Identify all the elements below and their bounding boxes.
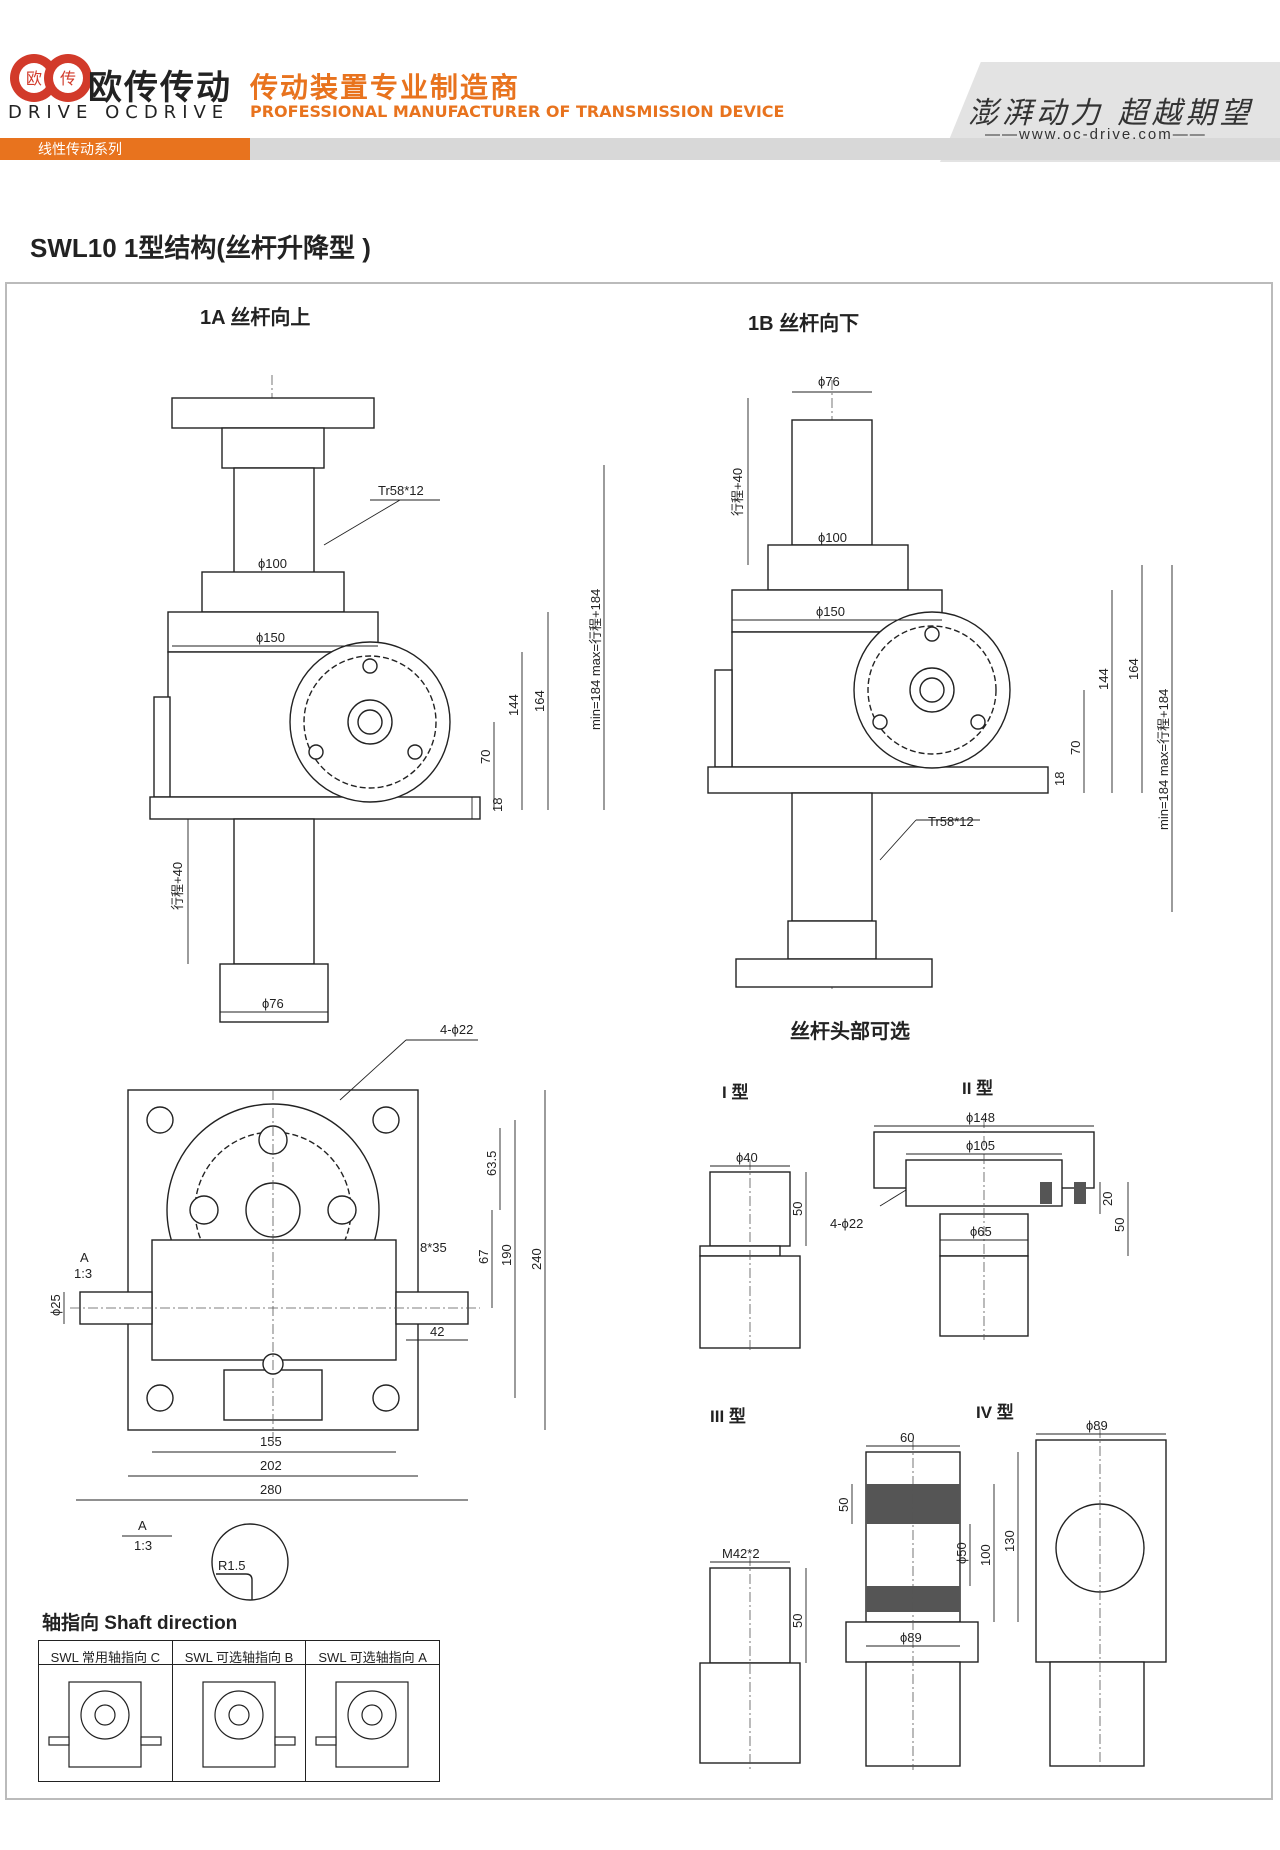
label-ratio-top: 1:3	[74, 1266, 92, 1281]
label-d40: ϕ40	[736, 1150, 758, 1165]
label-ratio-detail: 1:3	[134, 1538, 152, 1553]
label-70-1b: 70	[1068, 741, 1083, 755]
shaft-direction-a-label: SWL 可选轴指向 A	[306, 1641, 440, 1665]
shaft-direction-title: 轴指向 Shaft direction	[42, 1613, 238, 1634]
header-band	[250, 138, 1280, 160]
label-60: 60	[900, 1430, 914, 1445]
shaft-direction-c: SWL 常用轴指向 C	[39, 1641, 173, 1781]
type-ii-label: II 型	[962, 1078, 993, 1098]
label-a-detail: A	[138, 1518, 147, 1533]
head-type-iii: III 型 M42*2 50	[699, 1406, 807, 1770]
label-holes-top: 4-ϕ22	[440, 1022, 473, 1037]
label-50-ii: 50	[1112, 1218, 1127, 1232]
label-d65: ϕ65	[970, 1224, 992, 1239]
shaft-direction-table: SWL 常用轴指向 C SWL 可选轴指向 B SWL 可选轴指向 A	[38, 1640, 440, 1782]
label-240: 240	[529, 1248, 544, 1270]
label-stroke-1b: 行程+40	[730, 468, 745, 516]
label-100: 100	[978, 1544, 993, 1566]
shaft-direction-c-label: SWL 常用轴指向 C	[39, 1641, 172, 1665]
label-holes-ii: 4-ϕ22	[830, 1216, 863, 1231]
detail-a: A 1:3 R1.5	[122, 1518, 289, 1601]
label-50-i: 50	[790, 1202, 805, 1216]
type-iii-label: III 型	[710, 1406, 746, 1426]
label-m42: M42*2	[722, 1546, 760, 1561]
label-d89-iv: ϕ89	[900, 1630, 922, 1645]
label-70-1a: 70	[478, 750, 493, 764]
label-minmax-1b: min=184 max=行程+184	[1156, 689, 1171, 830]
view-1b-title: 1B 丝杆向下	[748, 311, 859, 335]
page-header: 欧 传 欧传传动 DRIVE OCDRIVE 传动装置专业制造商 PROFESS…	[0, 0, 1280, 165]
label-144-1b: 144	[1096, 668, 1111, 690]
label-155: 155	[260, 1434, 282, 1449]
label-d25: ϕ25	[48, 1294, 63, 1316]
label-42: 42	[430, 1324, 444, 1339]
label-18-1b: 18	[1052, 772, 1067, 786]
label-d150-1a: ϕ150	[256, 630, 285, 645]
label-d50: ϕ50	[954, 1542, 969, 1564]
head-type-ii: II 型 ϕ148 ϕ105 ϕ65 4-ϕ22 20 50	[830, 1078, 1129, 1340]
label-tr-1b: Tr58*12	[928, 814, 974, 829]
slogan-en: PROFESSIONAL MANUFACTURER OF TRANSMISSIO…	[250, 102, 785, 121]
label-d76-1b: ϕ76	[818, 374, 840, 389]
view-1b: ϕ76 行程+40 ϕ100 ϕ150 Tr58*12 min=184 max=…	[707, 374, 1173, 990]
label-67: 67	[476, 1250, 491, 1264]
website-link[interactable]: ——www.oc-drive.com——	[985, 126, 1207, 143]
view-1a: Tr58*12 ϕ100 ϕ150 ϕ76 行程+40 min=184 max=…	[149, 375, 605, 1023]
label-d100-1a: ϕ100	[258, 556, 287, 571]
label-minmax-1a: min=184 max=行程+184	[588, 589, 603, 730]
label-d105: ϕ105	[966, 1138, 995, 1153]
view-top: 4-ϕ22 63.5 67 190 240 8*35 42 ϕ25 A 1:3 …	[48, 1022, 546, 1501]
logo-char-left: 欧	[26, 69, 42, 88]
label-18-1a: 18	[490, 798, 505, 812]
label-50-iv: 50	[836, 1498, 851, 1512]
label-d76-1a: ϕ76	[262, 996, 284, 1011]
shaft-c-icon	[48, 1681, 162, 1768]
drawing-frame	[5, 282, 1273, 1800]
label-20: 20	[1100, 1192, 1115, 1206]
head-type-i: I 型 ϕ40 50	[699, 1082, 807, 1350]
shaft-a-icon	[315, 1681, 409, 1768]
brand-name-cn: 欧传传动	[88, 68, 232, 108]
head-type-iv: IV 型 60 50 ϕ50 100 130 ϕ89 ϕ89	[836, 1402, 1167, 1770]
shaft-direction-b-label: SWL 可选轴指向 B	[172, 1641, 306, 1665]
label-164-1a: 164	[532, 690, 547, 712]
label-280: 280	[260, 1482, 282, 1497]
label-r15: R1.5	[218, 1558, 245, 1573]
label-130: 130	[1002, 1530, 1017, 1552]
motto: 澎湃动力 超越期望	[968, 96, 1254, 131]
label-202: 202	[260, 1458, 282, 1473]
type-i-label: I 型	[722, 1082, 748, 1102]
page-title: SWL10 1型结构(丝杆升降型 )	[30, 233, 371, 263]
shaft-direction-a: SWL 可选轴指向 A	[306, 1641, 440, 1781]
head-options-title: 丝杆头部可选	[790, 1019, 910, 1043]
type-iv-label: IV 型	[976, 1402, 1014, 1422]
series-tab[interactable]: 线性传动系列	[0, 138, 250, 160]
slogan-cn: 传动装置专业制造商	[250, 71, 521, 104]
label-d100-1b: ϕ100	[818, 530, 847, 545]
label-164-1b: 164	[1126, 658, 1141, 680]
label-63-5: 63.5	[484, 1151, 499, 1176]
label-stroke-1a: 行程+40	[170, 862, 185, 910]
label-d89-iv-side: ϕ89	[1086, 1418, 1108, 1433]
shaft-b-icon	[202, 1681, 296, 1768]
view-1a-title: 1A 丝杆向上	[200, 305, 310, 329]
label-144-1a: 144	[506, 694, 521, 716]
logo-icon: 欧 传	[10, 54, 92, 102]
shaft-direction-b: SWL 可选轴指向 B	[172, 1641, 307, 1781]
label-key: 8*35	[420, 1240, 447, 1255]
label-50-iii: 50	[790, 1614, 805, 1628]
label-d150-1b: ϕ150	[816, 604, 845, 619]
label-190: 190	[499, 1244, 514, 1266]
logo-char-right: 传	[60, 69, 76, 88]
label-a-top: A	[80, 1250, 89, 1265]
label-d148: ϕ148	[966, 1110, 995, 1125]
label-tr-1a: Tr58*12	[378, 483, 424, 498]
brand-name-en: DRIVE OCDRIVE	[8, 102, 230, 123]
